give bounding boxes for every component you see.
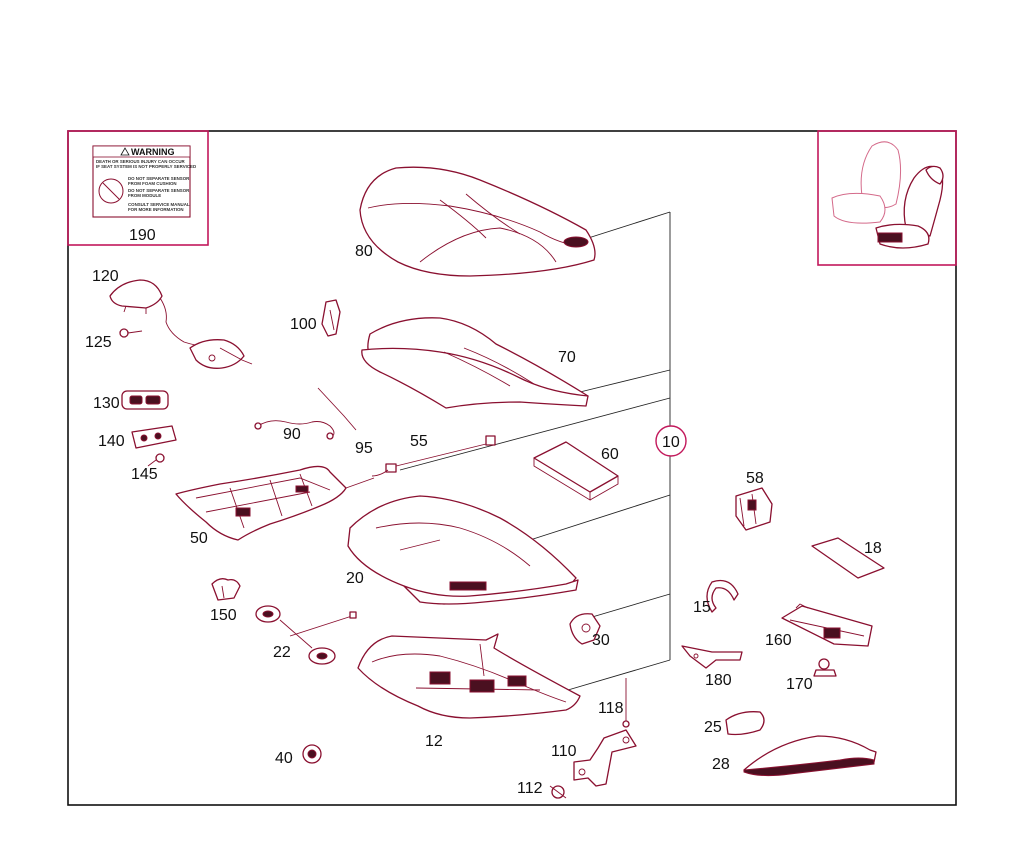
part-125-bolt <box>119 328 143 338</box>
callout-180: 180 <box>705 672 732 689</box>
callout-30: 30 <box>592 632 610 649</box>
callout-12: 12 <box>425 733 443 750</box>
part-58-control-module <box>735 487 773 531</box>
callout-labels: 190 80 120 125 100 70 130 90 95 55 140 1… <box>85 227 882 797</box>
callout-118: 118 <box>598 700 624 717</box>
part-180-link-bracket <box>681 645 743 669</box>
callout-50: 50 <box>190 530 208 547</box>
part-130-trim-bezel <box>121 390 169 410</box>
warning-label: WARNING DEATH OR SERIOUS INJURY CAN OCCU… <box>92 145 196 218</box>
callout-55: 55 <box>410 433 428 450</box>
assembly-10-circle <box>655 425 687 457</box>
part-12-seat-base-frame <box>357 633 581 719</box>
assembly-10-leaders <box>399 211 687 691</box>
part-160-adjustment-motor <box>781 603 873 647</box>
callout-150: 150 <box>210 607 237 624</box>
callout-22: 22 <box>273 644 291 661</box>
warning-footer: CONSULT SERVICE MANUAL <box>128 202 190 207</box>
part-95-rod <box>317 387 357 431</box>
part-118-stud <box>622 678 630 728</box>
callout-130: 130 <box>93 395 120 412</box>
callout-190: 190 <box>129 227 156 244</box>
warning-bullet: FROM FOAM CUSHION <box>128 181 177 186</box>
part-145-screw <box>147 453 165 467</box>
warning-headline: DEATH OR SERIOUS INJURY CAN OCCUR <box>96 159 186 164</box>
part-170-fastener <box>813 658 837 677</box>
warning-bullet: DO NOT SEPARATE SENSOR <box>128 188 190 193</box>
warning-inset-frame <box>67 130 209 246</box>
callout-160: 160 <box>765 632 792 649</box>
callout-120: 120 <box>92 268 119 285</box>
warning-subline: IF SEAT SYSTEM IS NOT PROPERLY SERVICED <box>96 164 196 169</box>
callout-70: 70 <box>558 349 576 366</box>
part-15-retaining-clip <box>706 579 739 613</box>
callout-20: 20 <box>346 570 364 587</box>
callout-112: 112 <box>517 780 543 797</box>
warning-triangle-icon <box>120 147 130 156</box>
part-140-switch <box>131 425 177 449</box>
part-25-cover-cap <box>725 711 765 736</box>
callout-58: 58 <box>746 470 764 487</box>
no-separate-icon <box>98 178 124 204</box>
part-22-connectors <box>255 605 357 665</box>
warning-bullet: FROM MODULE <box>128 193 161 198</box>
part-30-bracket <box>569 613 601 645</box>
callout-95: 95 <box>355 440 373 457</box>
part-70-foam-pad <box>361 317 589 409</box>
part-20-seat-cushion <box>347 495 579 605</box>
callout-110: 110 <box>551 743 577 760</box>
part-60-pad <box>533 441 619 501</box>
callout-170: 170 <box>786 676 813 693</box>
callout-18: 18 <box>864 540 882 557</box>
part-112-screw <box>549 785 567 799</box>
seat-location-illustration <box>831 141 944 249</box>
warning-footer: FOR MORE INFORMATION <box>128 207 184 212</box>
warning-title: WARNING <box>131 147 175 157</box>
part-50-seat-pan-frame <box>175 465 375 541</box>
part-55-wiring-harness <box>371 435 496 477</box>
part-40-connector <box>302 744 322 764</box>
seat-location-inset-frame <box>817 130 957 266</box>
callout-25: 25 <box>704 719 722 736</box>
callout-90: 90 <box>283 426 301 443</box>
part-18-sensor-mat <box>811 537 885 579</box>
part-90-wire <box>257 420 335 439</box>
callout-140: 140 <box>98 433 125 450</box>
warning-bullet: DO NOT SEPARATE SENSOR <box>128 176 190 181</box>
part-120-handle-with-cable <box>109 279 253 369</box>
part-28-side-trim-panel <box>743 735 877 777</box>
callout-10: 10 <box>662 434 680 451</box>
part-80-seat-cushion-cover <box>359 166 596 277</box>
part-110-bracket <box>573 729 637 787</box>
callout-28: 28 <box>712 756 730 773</box>
diagram-frame <box>67 130 957 806</box>
part-150-push-clip <box>211 578 241 601</box>
callout-145: 145 <box>131 466 158 483</box>
callout-15: 15 <box>693 599 711 616</box>
part-100-clip <box>321 299 341 337</box>
callout-40: 40 <box>275 750 293 767</box>
callout-80: 80 <box>355 243 373 260</box>
callout-125: 125 <box>85 334 112 351</box>
callout-100: 100 <box>290 316 317 333</box>
callout-60: 60 <box>601 446 619 463</box>
